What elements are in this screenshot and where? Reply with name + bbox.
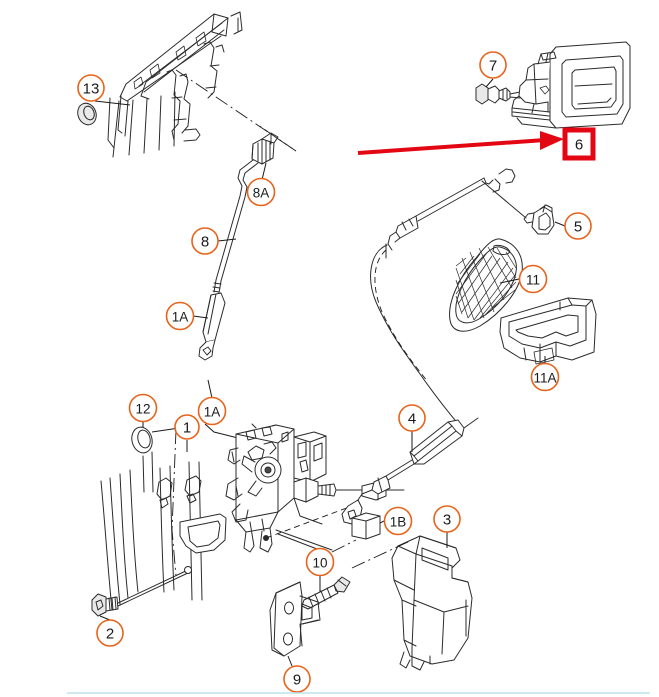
lead-1a-upper <box>192 315 209 319</box>
callout-9-label: 9 <box>293 672 301 689</box>
lead-8 <box>217 238 237 242</box>
bowden-cable-long-run <box>370 244 461 427</box>
callout-2-label: 2 <box>106 626 114 643</box>
callout-3[interactable]: 3 <box>433 505 461 533</box>
callout-layer: 13 8A 8 1A 7 5 <box>77 51 592 693</box>
callout-7-label: 7 <box>489 58 497 75</box>
part-2-panel-screw <box>91 566 192 617</box>
callout-1a-upper[interactable]: 1A <box>165 301 195 331</box>
callout-13[interactable]: 13 <box>77 74 105 102</box>
callout-11a-label: 11A <box>533 371 556 386</box>
lead-13 <box>94 100 131 106</box>
callout-8-label: 8 <box>201 234 209 251</box>
callout-11a[interactable]: 11A <box>530 362 560 392</box>
lead-1a-lower <box>207 379 213 399</box>
callout-1b[interactable]: 1B <box>383 506 413 536</box>
callout-8a-label: 8A <box>253 186 270 201</box>
bowden-cable-upper <box>385 168 527 259</box>
part-3-lock-cover-housing <box>391 535 473 671</box>
part-5-cable-clip <box>523 204 555 235</box>
lead-5 <box>554 221 566 227</box>
callout-4[interactable]: 4 <box>398 404 426 432</box>
callout-1a-lower[interactable]: 1A <box>197 396 227 426</box>
part-13-grommet <box>77 102 97 126</box>
part-12-round-cap <box>131 426 153 454</box>
highlight-arrow-head <box>540 131 564 150</box>
callout-5-label: 5 <box>574 219 582 236</box>
construction-line-upper-b <box>257 124 297 152</box>
part-4-bowden-actuator <box>341 417 479 525</box>
callout-2[interactable]: 2 <box>96 619 124 647</box>
highlight-box-part-6 <box>562 127 596 161</box>
callout-10[interactable]: 10 <box>305 547 335 577</box>
lead-7 <box>485 78 494 88</box>
callout-5[interactable]: 5 <box>564 212 592 240</box>
lead-9 <box>287 655 293 667</box>
bowden-cable-hidden-run <box>374 249 429 383</box>
callout-12-label: 12 <box>135 402 150 417</box>
callout-6-label: 6 <box>575 137 583 154</box>
callout-1-label: 1 <box>183 420 191 437</box>
lead-1a-lower-b <box>204 423 223 435</box>
part-7-handle-screw <box>475 83 535 105</box>
construction-line-striker <box>331 539 357 553</box>
callout-1a-upper-label: 1A <box>172 310 189 325</box>
callout-1a-lower-label: 1A <box>204 405 221 420</box>
callout-4-label: 4 <box>408 411 416 428</box>
callout-12[interactable]: 12 <box>128 393 158 423</box>
part-1b-block-clip <box>351 512 381 540</box>
construction-line-lock-to-clip <box>265 505 353 539</box>
callout-3-label: 3 <box>443 512 451 529</box>
lead-1b <box>379 520 385 524</box>
part-8-lock-rod <box>212 159 259 294</box>
part-1-door-lock-assembly <box>225 423 405 555</box>
highlight-arrow-shaft <box>357 138 546 155</box>
part-9-striker-plate <box>269 581 321 657</box>
callout-7[interactable]: 7 <box>479 51 507 79</box>
door-panel-lower <box>100 451 227 611</box>
part-11a-grille-bracket <box>499 297 597 365</box>
part-11-mesh-grille <box>449 238 523 332</box>
callout-1b-label: 1B <box>390 515 407 530</box>
callout-11-label: 11 <box>526 273 540 288</box>
callout-1[interactable]: 1 <box>174 414 200 440</box>
callout-8a[interactable]: 8A <box>246 177 276 207</box>
callout-9[interactable]: 9 <box>283 665 311 693</box>
callout-6[interactable]: 6 <box>575 137 583 154</box>
construction-line-upper <box>175 69 297 152</box>
construction-line-cover <box>351 539 413 569</box>
callout-10-label: 10 <box>312 556 327 571</box>
lead-11 <box>499 278 520 284</box>
door-frame-upper <box>107 11 243 158</box>
part-8a-rod-clip <box>251 132 279 165</box>
part-10-striker-screw <box>295 576 351 610</box>
part-6-exterior-door-handle <box>511 41 631 133</box>
construction-line-lower <box>171 429 177 577</box>
callout-13-label: 13 <box>83 81 100 98</box>
callout-8[interactable]: 8 <box>191 227 219 255</box>
highlight-annotation <box>357 127 596 161</box>
part-1a-upper-connector <box>198 292 226 361</box>
callout-11[interactable]: 11 <box>518 264 548 294</box>
lead-8a <box>261 162 267 181</box>
